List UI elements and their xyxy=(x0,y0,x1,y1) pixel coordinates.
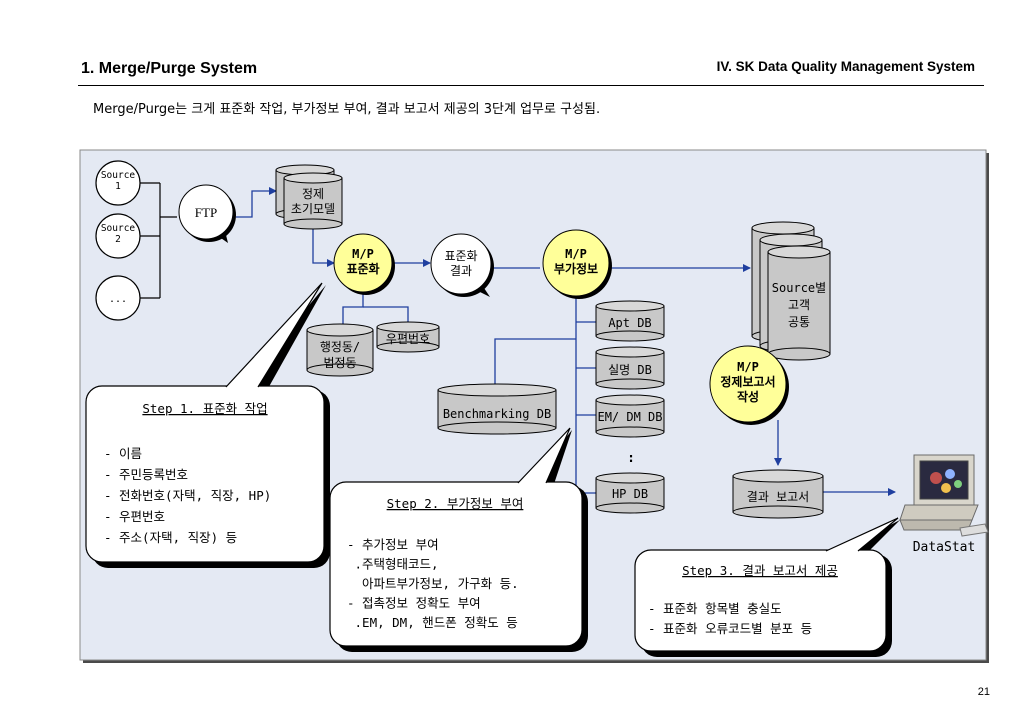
label-line: 행정동/ xyxy=(320,339,360,354)
label-line: 법정동 xyxy=(323,356,356,370)
db-connectors xyxy=(342,290,596,494)
step2-list: - 추가정보 부여 .주택형태코드, 아파트부가정보, 가구화 등. - 접촉정보… xyxy=(347,537,519,630)
source-connectors xyxy=(140,182,177,299)
result-report-db: 결과 보고서 xyxy=(732,469,824,519)
label-line: 표준화 xyxy=(346,261,379,276)
ftp-label: FTP xyxy=(195,205,217,220)
benchmarking-db-label: Benchmarking DB xyxy=(443,407,551,421)
callout-line: - 주민등록번호 xyxy=(104,467,188,482)
callout-line: 아파트부가정보, 가구화 등. xyxy=(347,576,519,591)
label-line: 정제보고서 xyxy=(720,374,775,389)
source-more-label: ... xyxy=(109,294,127,305)
em-dm-db: EM/ DM DB xyxy=(595,394,665,438)
zip-code-db: 우편번호 xyxy=(376,321,440,353)
label-line: 초기모델 xyxy=(291,202,335,216)
label-line: M/P xyxy=(352,247,374,261)
step3-list: - 표준화 항목별 충실도 - 표준화 오류코드별 분포 등 xyxy=(648,601,812,636)
label-line: 2 xyxy=(115,234,121,245)
source-more-node: ... xyxy=(95,275,141,321)
label-line: M/P xyxy=(565,247,587,261)
step3-title: Step 3. 결과 보고서 제공 xyxy=(682,563,838,578)
zip-code-label: 우편번호 xyxy=(386,332,430,346)
page-number: 21 xyxy=(977,686,990,698)
label-line: 1 xyxy=(115,181,121,192)
callout-line: - 표준화 항목별 충실도 xyxy=(648,601,782,616)
callout-line: - 접촉정보 정확도 부여 xyxy=(347,596,481,611)
step1-title: Step 1. 표준화 작업 xyxy=(142,401,267,416)
callout-line: - 추가정보 부여 xyxy=(347,537,439,552)
label-line: 작성 xyxy=(737,389,759,404)
label-line: M/P xyxy=(737,360,759,374)
callout-line: - 주소(자택, 직장) 등 xyxy=(104,530,237,545)
callout-line: - 이름 xyxy=(104,446,142,461)
page-subtitle: Merge/Purge는 크게 표준화 작업, 부가정보 부여, 결과 보고서 … xyxy=(93,102,601,117)
step1-callout xyxy=(85,282,330,568)
name-db: 실명 DB xyxy=(595,346,665,390)
apt-db: Apt DB xyxy=(595,300,665,342)
section-title: IV. SK Data Quality Management System xyxy=(716,59,975,74)
step1-list: - 이름 - 주민등록번호 - 전화번호(자택, 직장, HP) - 우편번호 - 주소… xyxy=(104,446,271,545)
callout-line: .EM, DM, 핸드폰 정확도 등 xyxy=(347,615,518,630)
step3-callout xyxy=(634,517,900,657)
computer-icon xyxy=(899,454,989,537)
admin-district-label: 행정동/법정동 xyxy=(320,339,360,370)
label-line: 공통 xyxy=(788,315,810,329)
hp-db: HP DB xyxy=(595,472,665,514)
header-rule xyxy=(78,85,984,86)
callout-line: .주택형태코드, xyxy=(347,557,439,572)
callout-line: - 전화번호(자택, 직장, HP) xyxy=(104,488,271,503)
flow-arrows xyxy=(236,187,896,496)
callout-line: - 우편번호 xyxy=(104,509,165,524)
label-line: 결과 xyxy=(450,264,472,278)
name-db-label: 실명 DB xyxy=(608,363,652,377)
page-title: 1. Merge/Purge System xyxy=(81,60,258,77)
label-line: 표준화 xyxy=(444,249,477,263)
step2-callout xyxy=(329,427,588,652)
em-dm-db-label: EM/ DM DB xyxy=(597,410,662,424)
benchmarking-db: Benchmarking DB xyxy=(437,383,557,435)
label-line: 고객 xyxy=(788,298,810,312)
callout-line: - 표준화 오류코드별 분포 등 xyxy=(648,621,812,636)
label-line: 정제 xyxy=(302,187,324,201)
apt-db-label: Apt DB xyxy=(608,316,651,330)
result-report-label: 결과 보고서 xyxy=(747,490,809,504)
label-line: Source xyxy=(101,170,136,181)
label-line: Source별 xyxy=(772,281,826,295)
hp-db-label: HP DB xyxy=(612,487,648,501)
datastat-label: DataStat xyxy=(913,540,976,555)
step2-title: Step 2. 부가정보 부여 xyxy=(387,496,524,511)
more-db-ellipsis: : xyxy=(627,451,635,466)
label-line: 부가정보 xyxy=(554,261,598,276)
label-line: Source xyxy=(101,223,136,234)
ftp-node: FTP xyxy=(178,184,236,243)
admin-district-db: 행정동/법정동 xyxy=(306,323,374,377)
